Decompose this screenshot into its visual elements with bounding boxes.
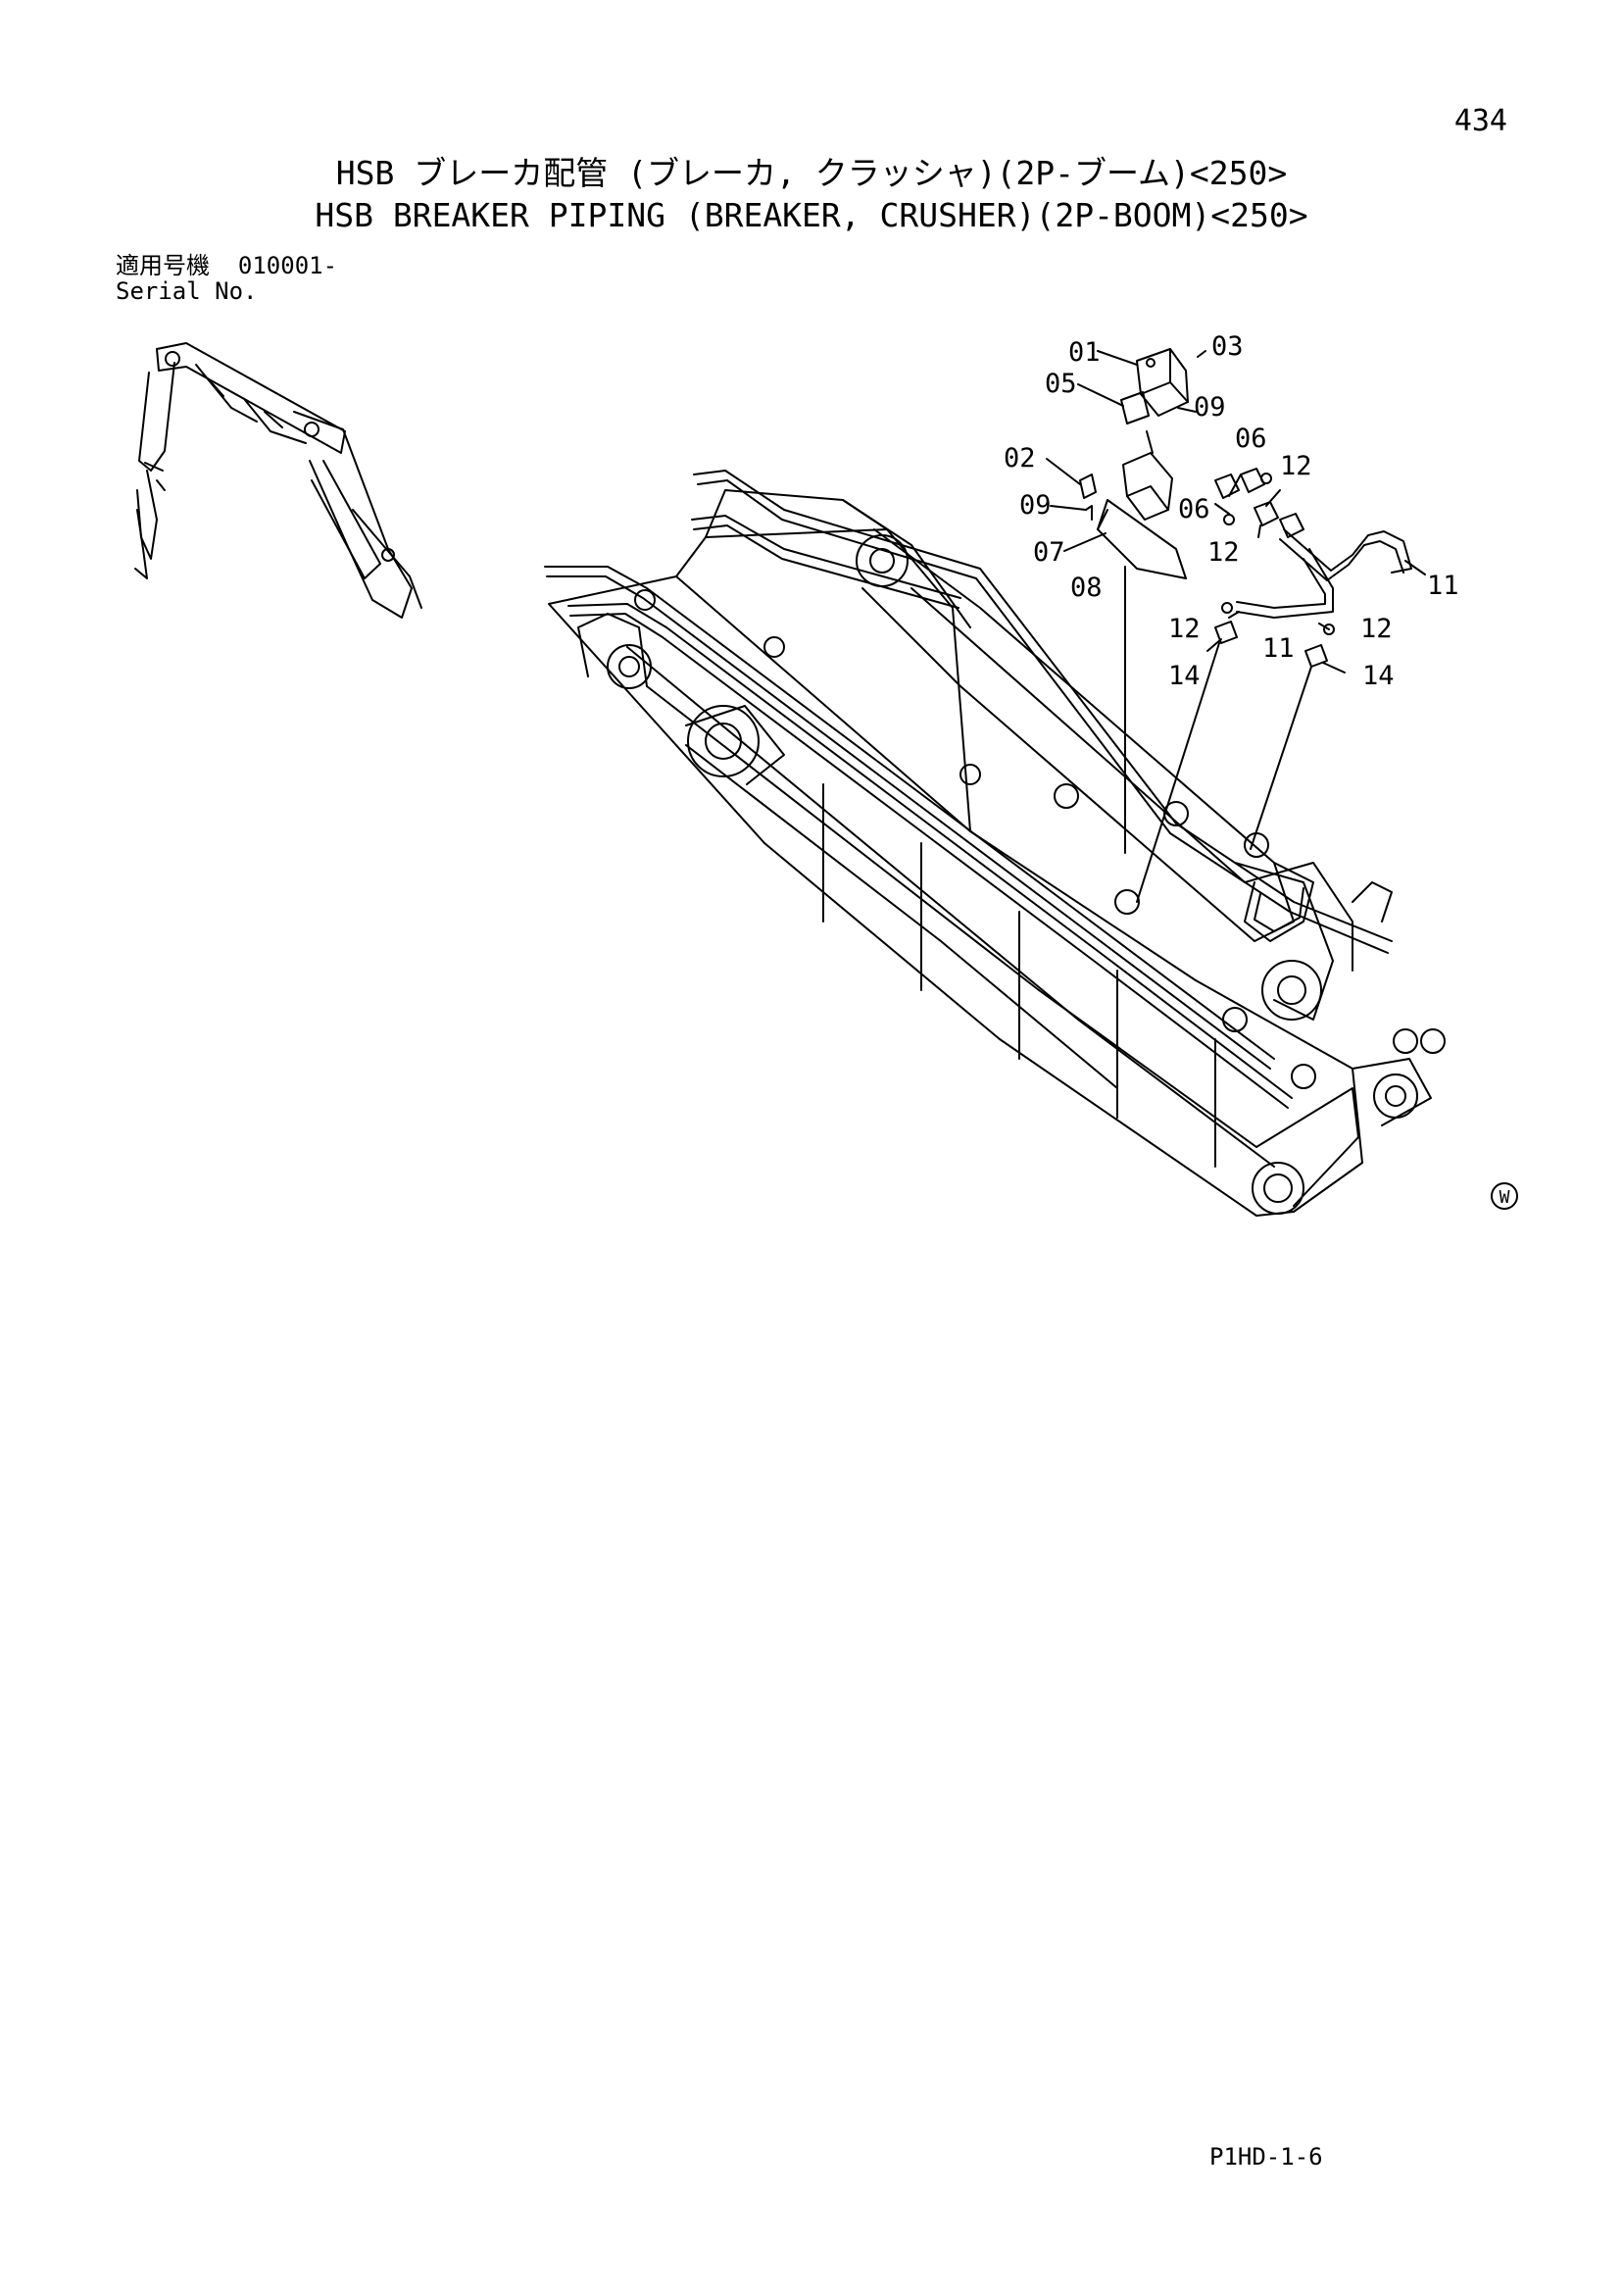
circled-w-mark: W [1491,1182,1518,1210]
callout-12-upper: 12 [1280,451,1312,481]
page-title-japanese: HSB ブレーカ配管 (ブレーカ, クラッシャ)(2P-ブーム)<250> [335,154,1288,192]
boom-drawing [548,489,1432,1217]
callout-06-upper: 06 [1235,424,1267,454]
callout-09-upper: 09 [1194,392,1226,423]
serial-value: 010001- [237,252,338,279]
document-code: P1HD-1-6 [1209,2143,1323,2171]
callout-02: 02 [1004,443,1036,474]
callout-05: 05 [1045,369,1077,399]
callout-03: 03 [1211,331,1244,362]
callout-08: 08 [1070,573,1103,603]
callout-09-lower: 09 [1019,490,1052,521]
page-title-english: HSB BREAKER PIPING (BREAKER, CRUSHER)(2P… [315,196,1308,234]
overview-excavator-drawing [134,342,422,619]
callout-14-left: 14 [1168,661,1201,691]
callout-12-lower-right: 12 [1360,614,1393,644]
callout-01: 01 [1068,337,1101,368]
callout-07: 07 [1033,537,1065,568]
callout-12-lower-left: 12 [1168,614,1201,644]
callout-14-right: 14 [1362,661,1395,691]
callout-12-middle: 12 [1207,537,1240,568]
callout-06-lower: 06 [1178,494,1210,524]
circled-w-label: W [1500,1187,1510,1208]
serial-block: 適用号機 010001- Serial No. [116,253,337,304]
serial-label-japanese: 適用号機 [116,252,210,279]
callout-11-center: 11 [1262,633,1295,664]
boom-piping-drawing [544,470,1446,1109]
callout-11-right: 11 [1427,571,1459,601]
serial-label-english: Serial No. [116,277,258,305]
callout-leader-lines [1046,350,1426,903]
serial-row: 適用号機 010001- [116,253,337,278]
page-number: 434 [1453,104,1507,138]
